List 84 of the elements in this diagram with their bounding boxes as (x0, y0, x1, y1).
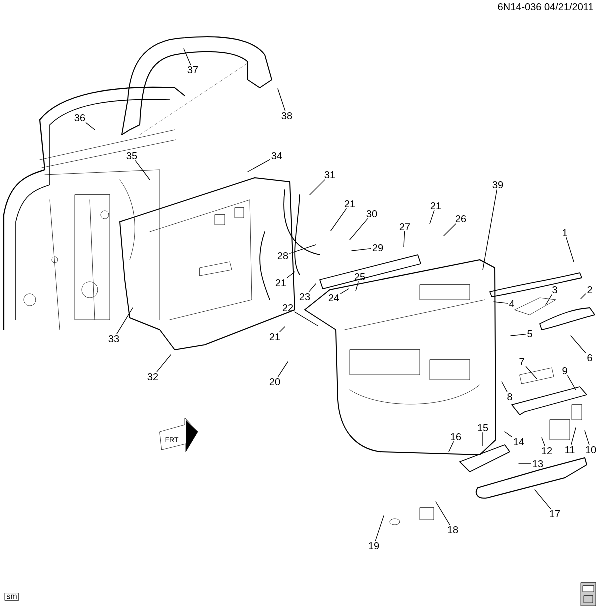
leader-line (482, 190, 498, 270)
leader-line (375, 516, 384, 542)
callout-number: 19 (369, 542, 380, 550)
leader-line (436, 502, 450, 526)
leader-line (546, 294, 552, 306)
corner-tag: sm (4, 593, 20, 601)
leader-line (494, 302, 508, 304)
callout-number: 13 (533, 460, 544, 468)
leader-line (534, 490, 552, 510)
leader-line (356, 282, 359, 292)
leader-line (570, 336, 586, 354)
callout-number: 30 (366, 210, 378, 218)
callout-number: 21 (276, 280, 286, 286)
diagram-number: 6N14-036 04/21/2011 (498, 3, 594, 11)
callout-number: 16 (451, 433, 462, 441)
callout-number: 17 (550, 510, 560, 518)
callout-number: 20 (270, 378, 280, 386)
leader-line (404, 232, 406, 248)
callout-number: 27 (400, 224, 410, 230)
callout-number: 38 (282, 112, 292, 120)
leader-line (482, 432, 484, 446)
callout-number: 9 (562, 367, 568, 375)
callout-number: 33 (108, 335, 120, 343)
leader-line (504, 432, 513, 438)
leader-line (294, 312, 318, 326)
leader-line (310, 180, 326, 196)
callout-number: 11 (566, 446, 575, 454)
leader-line (448, 442, 454, 452)
leader-line (444, 224, 456, 236)
callout-number: 7 (520, 358, 524, 366)
callout-number: 39 (492, 181, 504, 189)
callout-number: 21 (430, 202, 442, 210)
leader-line (290, 244, 316, 254)
callout-number: 2 (588, 286, 592, 294)
leader-line (542, 438, 546, 446)
leader-line (278, 88, 286, 112)
callout-number: 10 (586, 446, 596, 454)
callout-number: 26 (456, 215, 466, 223)
leader-line (526, 366, 538, 380)
leader-line (510, 334, 526, 336)
leader-line (248, 160, 270, 172)
leader-line (116, 308, 134, 334)
callout-number: 15 (478, 424, 488, 432)
leader-line (86, 122, 96, 130)
leader-line (584, 430, 590, 446)
callout-number: 1 (563, 230, 568, 236)
callout-number: 34 (272, 152, 282, 160)
callout-number: 28 (278, 252, 288, 260)
callout-number: 37 (188, 66, 198, 74)
leader-line (430, 210, 435, 224)
leader-line (286, 272, 296, 278)
leader-line (278, 362, 288, 378)
leader-line (308, 284, 316, 292)
leader-line (340, 288, 350, 294)
leader-line (280, 326, 286, 332)
callout-number: 14 (514, 438, 524, 446)
callout-number: 22 (282, 304, 294, 312)
callout-number: 29 (372, 244, 384, 252)
callout-number: 18 (448, 526, 458, 534)
leader-line (580, 294, 586, 300)
callout-number: 35 (126, 152, 138, 160)
callout-number: 6 (588, 354, 592, 362)
leader-line (135, 160, 150, 180)
callout-number: 4 (509, 300, 514, 308)
callout-number: 21 (344, 200, 356, 208)
callout-number: 21 (270, 334, 280, 340)
callout-number: 32 (148, 373, 158, 381)
leader-line (570, 428, 576, 446)
leader-line (350, 218, 368, 240)
leader-line (184, 48, 192, 66)
callout-number: 5 (528, 330, 532, 338)
leader-line (330, 208, 347, 232)
callout-number: 12 (542, 448, 552, 454)
callout-number: 23 (300, 293, 310, 301)
leader-line (568, 376, 576, 390)
callout-number: 3 (552, 286, 558, 294)
callout-number: 31 (324, 171, 336, 179)
callout-number: 8 (508, 393, 512, 401)
callout-number: 36 (74, 114, 86, 122)
callout-number: 24 (328, 294, 340, 302)
leader-line (566, 238, 574, 262)
leader-line (352, 248, 372, 252)
leader-line (502, 382, 508, 392)
leader-line (156, 354, 172, 372)
